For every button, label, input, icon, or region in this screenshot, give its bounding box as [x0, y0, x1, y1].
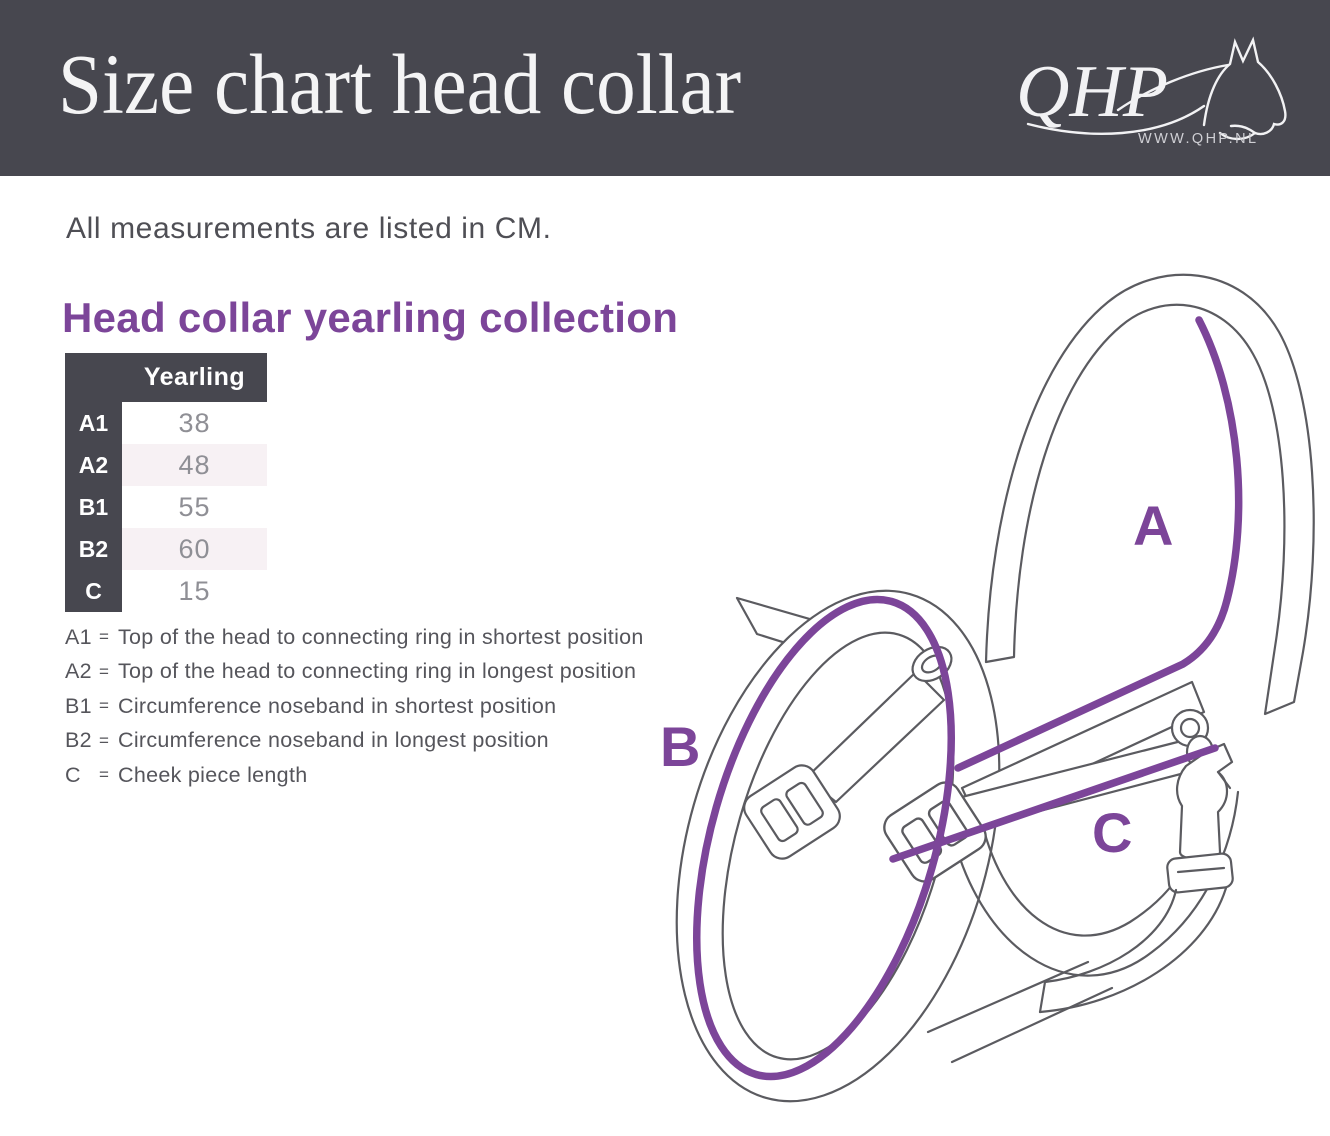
legend-description: Circumference noseband in shortest posit…	[118, 693, 557, 718]
qhp-logo: QHP WWW.QHP.NL	[1016, 36, 1287, 147]
legend-item: C = Cheek piece length	[65, 758, 644, 793]
row-value: 60	[122, 528, 267, 570]
legend-equals: =	[99, 765, 110, 785]
legend-item: A1 = Top of the head to connecting ring …	[65, 620, 644, 655]
table-row: B1 55	[65, 486, 267, 528]
row-label: B2	[65, 528, 122, 570]
row-label: B1	[65, 486, 122, 528]
legend-description: Circumference noseband in longest positi…	[118, 728, 549, 753]
horse-head-icon	[1116, 36, 1287, 141]
measure-ellipse-b	[693, 595, 955, 1081]
size-table-header: Yearling	[65, 353, 267, 402]
legend-description: Cheek piece length	[118, 762, 308, 787]
legend-equals: =	[99, 730, 110, 750]
diagram-label-c: C	[1092, 801, 1132, 864]
row-label: C	[65, 570, 122, 612]
table-row: A2 48	[65, 444, 267, 486]
row-value: 15	[122, 570, 267, 612]
header-bar: Size chart head collar QHP WWW.QHP.NL	[0, 0, 1330, 176]
legend-label: A1	[65, 624, 92, 649]
table-row: C 15	[65, 570, 267, 612]
legend-item: B2 = Circumference noseband in longest p…	[65, 724, 644, 759]
left-cheek-strap	[804, 670, 946, 804]
row-label: A1	[65, 402, 122, 444]
row-value: 48	[122, 444, 267, 486]
table-row: A1 38	[65, 402, 267, 444]
measure-line-c	[889, 744, 1219, 863]
logo-website-text: WWW.QHP.NL	[1138, 131, 1258, 147]
crown-loop	[984, 273, 1315, 716]
legend-equals: =	[99, 696, 110, 716]
legend-item: B1 = Circumference noseband in shortest …	[65, 689, 644, 724]
legend-description: Top of the head to connecting ring in sh…	[118, 624, 644, 649]
legend-equals: =	[99, 627, 110, 647]
legend-label: A2	[65, 659, 92, 684]
row-value: 38	[122, 402, 267, 444]
legend-description: Top of the head to connecting ring in lo…	[118, 659, 637, 684]
legend-label: B2	[65, 728, 92, 753]
page-title: Size chart head collar	[58, 36, 742, 132]
section-heading: Head collar yearling collection	[62, 294, 679, 341]
diagram-label-b: B	[660, 715, 700, 778]
logo-swoosh	[1026, 104, 1206, 135]
legend-label: C	[65, 762, 81, 787]
measurement-legend: A1 = Top of the head to connecting ring …	[65, 620, 644, 793]
diagram-label-a: A	[1133, 494, 1173, 557]
intro-text: All measurements are listed in CM.	[66, 212, 552, 245]
measure-line-a	[954, 316, 1243, 772]
logo-brand-text: QHP	[1016, 51, 1168, 133]
snap-hook	[1038, 734, 1234, 1014]
legend-equals: =	[99, 661, 110, 681]
buckle-left	[743, 764, 841, 860]
legend-item: A2 = Top of the head to connecting ring …	[65, 655, 644, 690]
table-row: B2 60	[65, 528, 267, 570]
legend-label: B1	[65, 693, 92, 718]
row-value: 55	[122, 486, 267, 528]
row-label: A2	[65, 444, 122, 486]
size-table: Yearling A1 38 A2 48 B1 55 B2 60 C 15	[65, 353, 267, 612]
size-table-corner	[65, 353, 122, 402]
size-table-column-header: Yearling	[143, 363, 246, 391]
head-collar-diagram: A B C	[660, 273, 1315, 1103]
